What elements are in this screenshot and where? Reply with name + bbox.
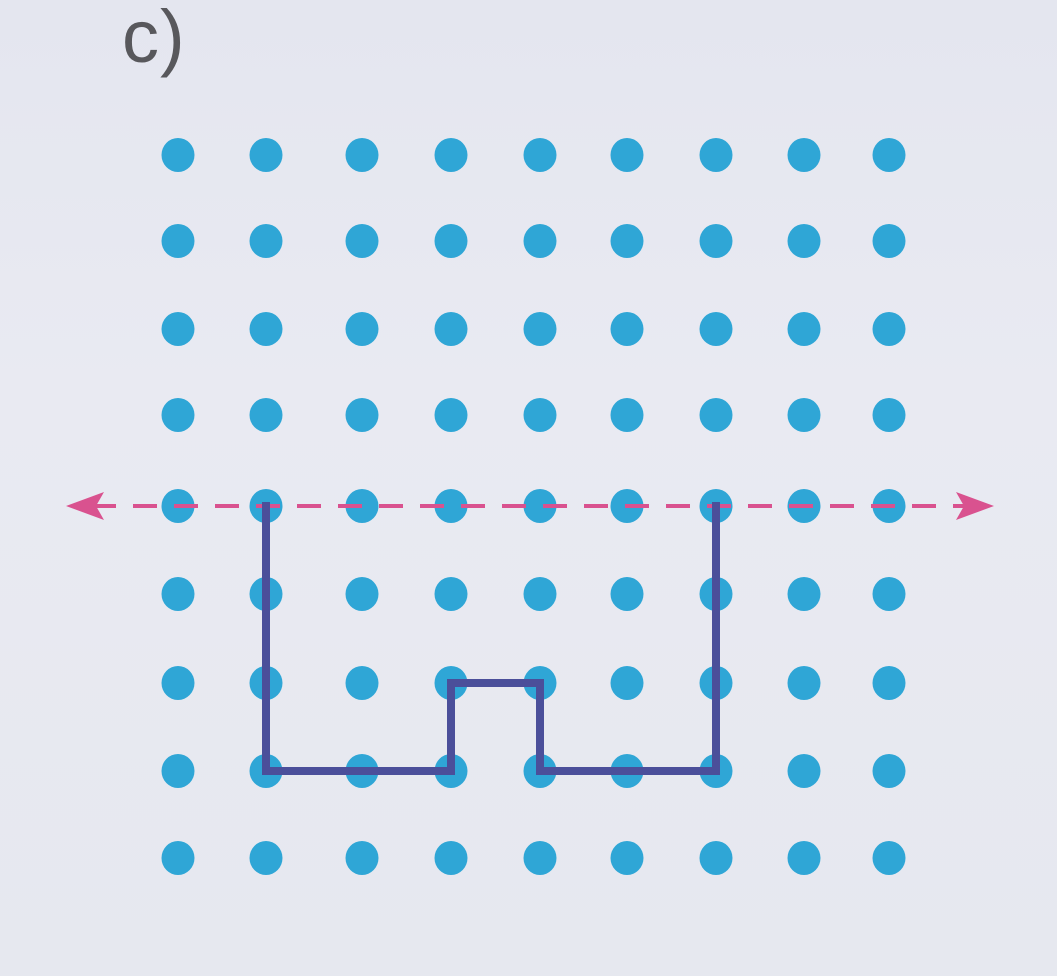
grid-dot (523, 312, 557, 346)
grid-dot (787, 841, 821, 875)
grid-dot (610, 224, 644, 258)
shape-outline (262, 502, 720, 775)
grid-dot (161, 312, 195, 346)
grid-dot (434, 224, 468, 258)
grid-dot (249, 841, 283, 875)
grid-dot (787, 754, 821, 788)
grid-dot (434, 841, 468, 875)
grid-dot (872, 398, 906, 432)
grid-dot (699, 398, 733, 432)
left-arrowhead (66, 492, 104, 520)
grid-dot (610, 841, 644, 875)
grid-dot (345, 666, 379, 700)
grid-dot (345, 841, 379, 875)
grid-dot (345, 398, 379, 432)
right-arrowhead (956, 492, 994, 520)
grid-dot (161, 398, 195, 432)
grid-dot (434, 312, 468, 346)
grid-dot (610, 312, 644, 346)
grid-dot (161, 754, 195, 788)
grid-dot (249, 138, 283, 172)
grid-dot (699, 841, 733, 875)
grid-dot (787, 666, 821, 700)
grid-dot (872, 138, 906, 172)
grid-dot (787, 398, 821, 432)
grid-dot (249, 224, 283, 258)
grid-dot (610, 398, 644, 432)
grid-dot (787, 138, 821, 172)
grid-dot (345, 312, 379, 346)
grid-dot (699, 312, 733, 346)
grid-dot (523, 138, 557, 172)
grid-dot (872, 754, 906, 788)
grid-dot (161, 577, 195, 611)
grid-dot (249, 398, 283, 432)
grid-dot (161, 224, 195, 258)
grid-dot (523, 489, 557, 523)
grid-dot (345, 577, 379, 611)
grid-dot (161, 841, 195, 875)
grid-dot (523, 841, 557, 875)
grid-dot (872, 841, 906, 875)
grid-dot (787, 224, 821, 258)
grid-dot (787, 312, 821, 346)
grid-dot (434, 398, 468, 432)
grid-dot (699, 224, 733, 258)
grid-dot (523, 224, 557, 258)
symmetry-axis (66, 492, 994, 520)
grid-dot (610, 577, 644, 611)
grid-dot (872, 224, 906, 258)
grid-dot (872, 666, 906, 700)
part-label: c) (122, 0, 186, 78)
grid-dot (345, 138, 379, 172)
grid-dot (161, 666, 195, 700)
grid-dot (345, 224, 379, 258)
grid-dot (523, 398, 557, 432)
grid-dot (249, 312, 283, 346)
grid-dot (434, 138, 468, 172)
grid-dot (434, 577, 468, 611)
grid-dot (699, 138, 733, 172)
grid-dot (872, 577, 906, 611)
grid-dot (161, 138, 195, 172)
grid-dot (345, 489, 379, 523)
grid-dot (787, 577, 821, 611)
grid-dot (872, 312, 906, 346)
grid-dot (610, 666, 644, 700)
grid-dot (523, 577, 557, 611)
grid-dot (434, 489, 468, 523)
grid-dot (610, 138, 644, 172)
